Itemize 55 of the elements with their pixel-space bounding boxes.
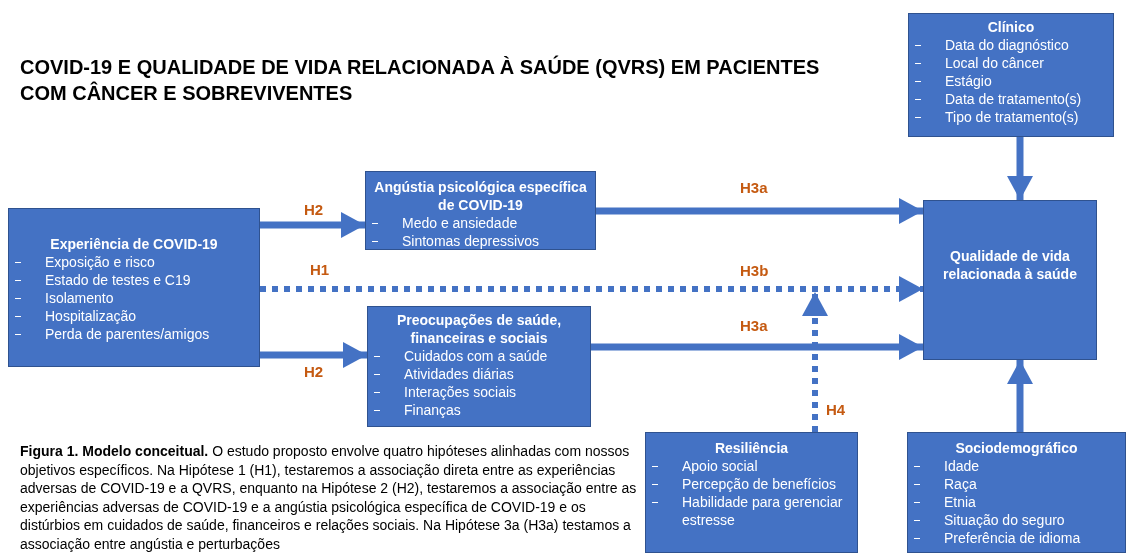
concept-box xyxy=(923,200,1097,360)
concept-box xyxy=(907,432,1126,553)
list-item: Estágio xyxy=(909,72,1113,90)
arrow xyxy=(591,334,923,360)
list-item: Local do câncer xyxy=(909,54,1113,72)
concept-box xyxy=(367,306,591,427)
box-heading: Angústia psicológica específica de COVID-19 xyxy=(373,178,588,214)
list-item: Interações sociais xyxy=(368,383,590,401)
list-item: Data do diagnóstico xyxy=(909,36,1113,54)
list-item: Cuidados com a saúde xyxy=(368,347,590,365)
list-item: Habilidade para gerenciar estresse xyxy=(646,493,857,529)
edge-label: H3a xyxy=(738,318,770,334)
list-item: Apoio social xyxy=(646,457,857,475)
list-item: Raça xyxy=(908,475,1125,493)
box-heading: Sociodemográfico xyxy=(954,439,1079,457)
list-item: Isolamento xyxy=(9,289,259,307)
arrow xyxy=(260,212,365,238)
edge-label: H2 xyxy=(302,202,326,218)
box-heading: Preocupações de saúde, financeiras e sociais xyxy=(395,311,563,347)
box-heading: Qualidade de vida relacionada à saúde xyxy=(942,247,1078,283)
list-item: Percepção de benefícios xyxy=(646,475,857,493)
hypothesis-label: H3b xyxy=(739,263,770,279)
list-item: Situação do seguro xyxy=(908,511,1125,529)
list-item: Idade xyxy=(908,457,1125,475)
list-item: Exposição e risco xyxy=(9,253,259,271)
list-item: Medo e ansiedade xyxy=(366,214,595,232)
box-heading: Resiliência xyxy=(713,439,790,457)
arrow xyxy=(260,342,367,368)
list-item: Estado de testes e C19 xyxy=(9,271,259,289)
list-item: Etnia xyxy=(908,493,1125,511)
list-item: Hospitalização xyxy=(9,307,259,325)
arrow xyxy=(596,198,923,224)
concept-box xyxy=(645,432,858,553)
box-heading: Clínico xyxy=(986,18,1036,36)
edge-label: H2 xyxy=(302,364,326,380)
figure-caption: Figura 1. Modelo conceitual. O estudo proposto envolve quatro hipóteses alinhadas com nossos objetivos específicos. Na Hipótese 1 (H1), testaremos a associação direta entre as experiências adversas de COVID-19 e a QVRS, enquanto na Hipótese 2 (H2), testaremos a associação entre as experiências adversas de COVID-19 e a angústia psicológica específica de COVID-19 e os distúrbios em cuidados de saúde, financeiros e relações sociais. Na Hipótese 3a (H3a) testamos a associação entre angústia e perturbações xyxy=(20,442,638,553)
edge-label: H3a xyxy=(738,180,770,196)
diagram-title: COVID-19 E QUALIDADE DE VIDA RELACIONADA À SAÚDE (QVRS) EM PACIENTES COM CÂNCER E SOBREVIVENTES xyxy=(20,54,821,106)
list-item: Atividades diárias xyxy=(368,365,590,383)
list-item: Finanças xyxy=(368,401,590,419)
box-heading: Experiência de COVID-19 xyxy=(49,235,219,253)
list-item: Tipo de tratamento(s) xyxy=(909,108,1113,126)
arrow xyxy=(1007,137,1033,200)
list-item: Sintomas depressivos xyxy=(366,232,595,250)
list-item: Preferência de idioma xyxy=(908,529,1125,547)
list-item: Perda de parentes/amigos xyxy=(9,325,259,343)
dotted-arrow xyxy=(802,292,828,432)
concept-box xyxy=(365,171,596,250)
arrow xyxy=(1007,360,1033,432)
list-item: Data de tratamento(s) xyxy=(909,90,1113,108)
edge-label: H1 xyxy=(308,262,332,278)
edge-label: H4 xyxy=(824,402,848,418)
dotted-arrow xyxy=(260,276,923,302)
concept-box xyxy=(8,208,260,367)
concept-box xyxy=(908,13,1114,137)
